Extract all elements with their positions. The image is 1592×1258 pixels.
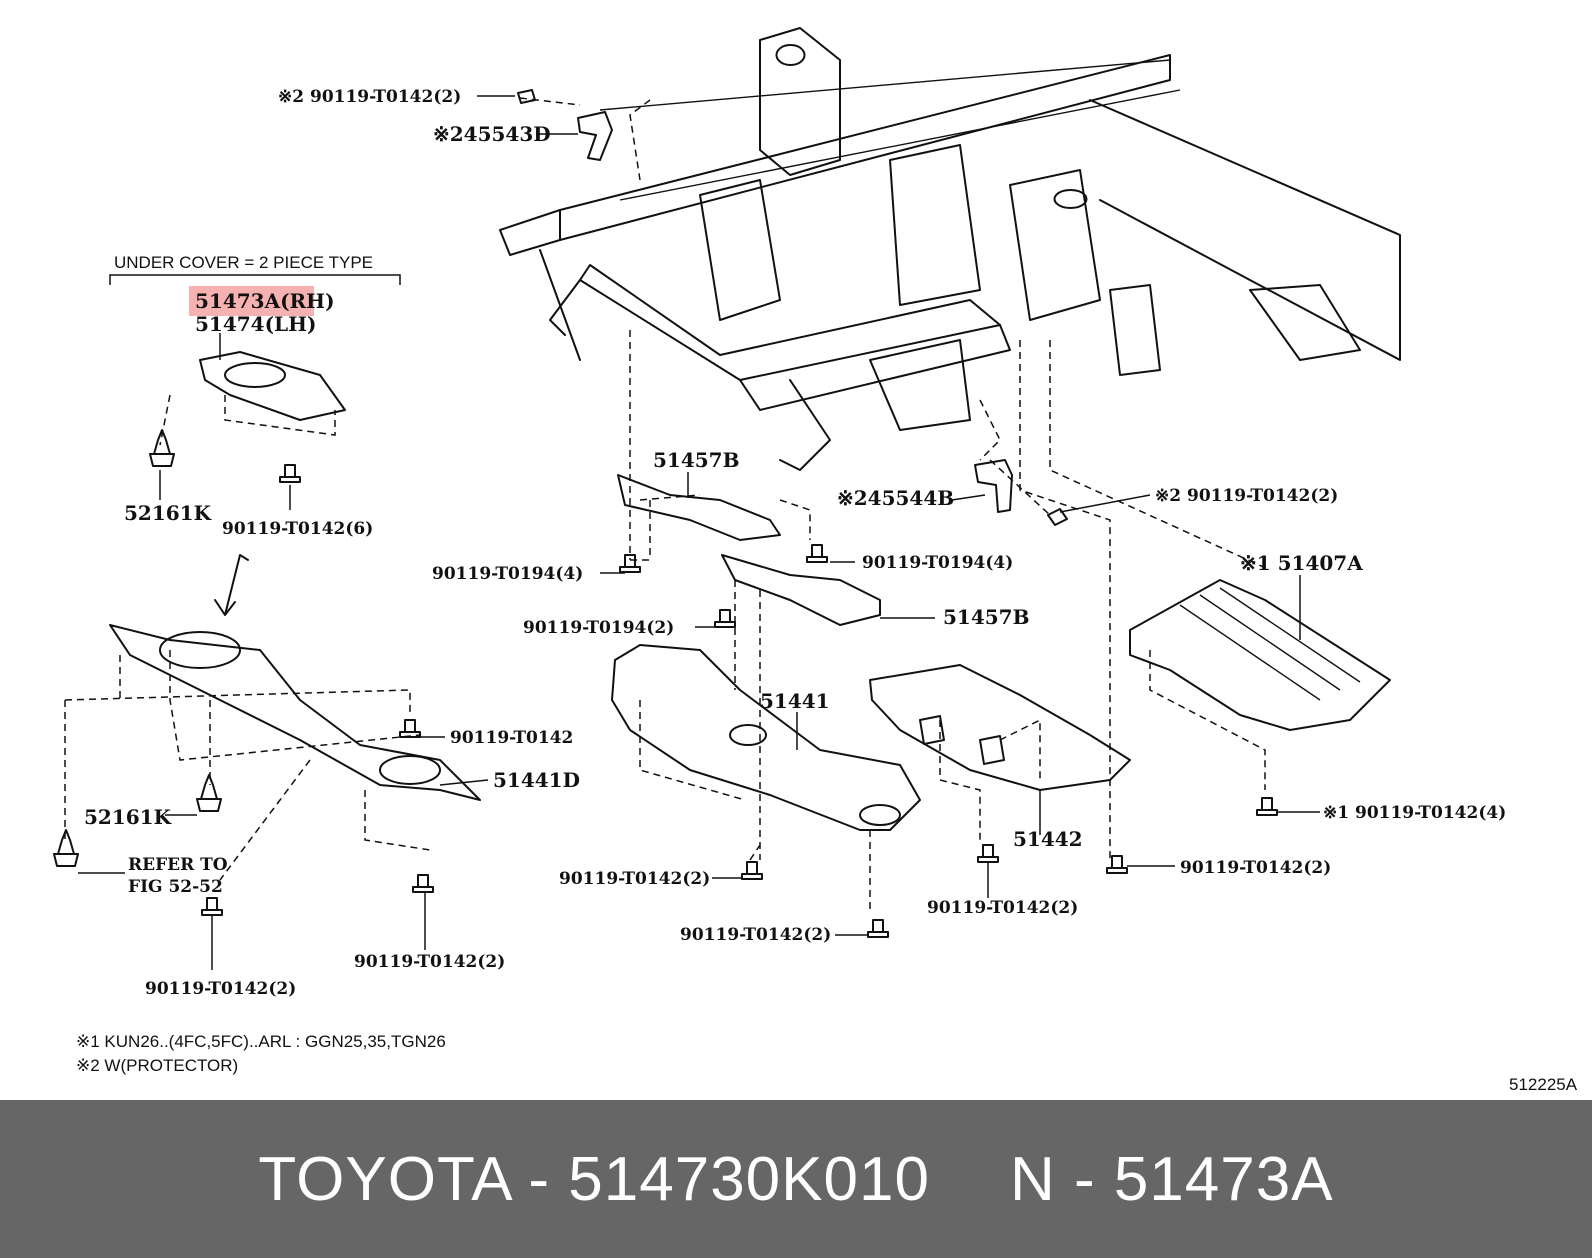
reference-note: REFER TO	[128, 855, 228, 875]
group-title: UNDER COVER = 2 PIECE TYPE	[114, 253, 373, 272]
callout-label: 51441D	[493, 768, 580, 792]
bracket-51457b-lower	[721, 554, 881, 626]
callout-label: 90119-T0194(2)	[523, 618, 674, 638]
callout-label: 90119-T0142(2)	[1180, 858, 1331, 878]
reference-note: FIG 52-52	[128, 877, 223, 897]
skid-plate-51441	[611, 644, 921, 831]
skid-plate-51442	[869, 664, 1131, 791]
brand-part-number: TOYOTA - 514730K010	[258, 1144, 930, 1214]
fasteners	[53, 429, 1278, 938]
callout-label: 52161K	[84, 805, 172, 829]
callout-label: ※2 90119-T0142(2)	[1155, 486, 1338, 506]
footnote: ※2 W(PROTECTOR)	[76, 1056, 238, 1075]
callout-label: 52161K	[124, 501, 212, 525]
callout-label: 90119-T0142(2)	[145, 979, 296, 999]
part-highlight	[189, 286, 314, 316]
callout-label: 90119-T0142	[450, 728, 573, 748]
callout-label: ※2 90119-T0142(2)	[278, 87, 461, 107]
callout-label: ※1 51407A	[1240, 551, 1363, 575]
bracket-45544b	[974, 459, 1068, 526]
callout-label: ※245543D	[433, 122, 551, 146]
footnote: ※1 KUN26..(4FC,5FC)..ARL : GGN25,35,TGN2…	[76, 1032, 446, 1051]
under-cover-51473a	[199, 351, 346, 421]
under-cover-assembly	[109, 554, 481, 801]
callout-label: 90119-T0194(4)	[432, 564, 583, 584]
vehicle-frame	[499, 27, 1401, 471]
bracket-51457b-upper	[617, 474, 781, 541]
callout-label: 90119-T0142(2)	[927, 898, 1078, 918]
callout-label: 51457B	[653, 448, 739, 472]
highlighted-part-number: 51473A(RH)	[195, 289, 335, 313]
reference-number: N - 51473A	[1009, 1144, 1334, 1214]
callout-label: 51457B	[943, 605, 1029, 629]
leader-lines	[78, 95, 1320, 970]
parts-diagram: ※2 90119-T0142(2) ※245543D UNDER COVER =…	[53, 27, 1578, 1094]
callout-labels: ※2 90119-T0142(2) ※245543D UNDER COVER =…	[76, 87, 1578, 1094]
callout-label: 90119-T0142(6)	[222, 519, 373, 539]
skid-plate-51407a	[1129, 579, 1391, 731]
part-caption-bar: TOYOTA - 514730K010 N - 51473A	[0, 1100, 1592, 1258]
callout-label: 90119-T0142(2)	[680, 925, 831, 945]
dashed-guides	[64, 97, 1271, 910]
figure-code: 512225A	[1509, 1075, 1578, 1094]
callout-label: 51441	[760, 689, 830, 713]
callout-label: 90119-T0194(4)	[862, 553, 1013, 573]
callout-label: 90119-T0142(2)	[559, 869, 710, 889]
callout-label: 51442	[1013, 827, 1083, 851]
callout-label: ※1 90119-T0142(4)	[1323, 803, 1506, 823]
callout-label: 51474(LH)	[195, 312, 316, 336]
callout-label: ※245544B	[837, 486, 954, 510]
callout-label: 90119-T0142(2)	[354, 952, 505, 972]
